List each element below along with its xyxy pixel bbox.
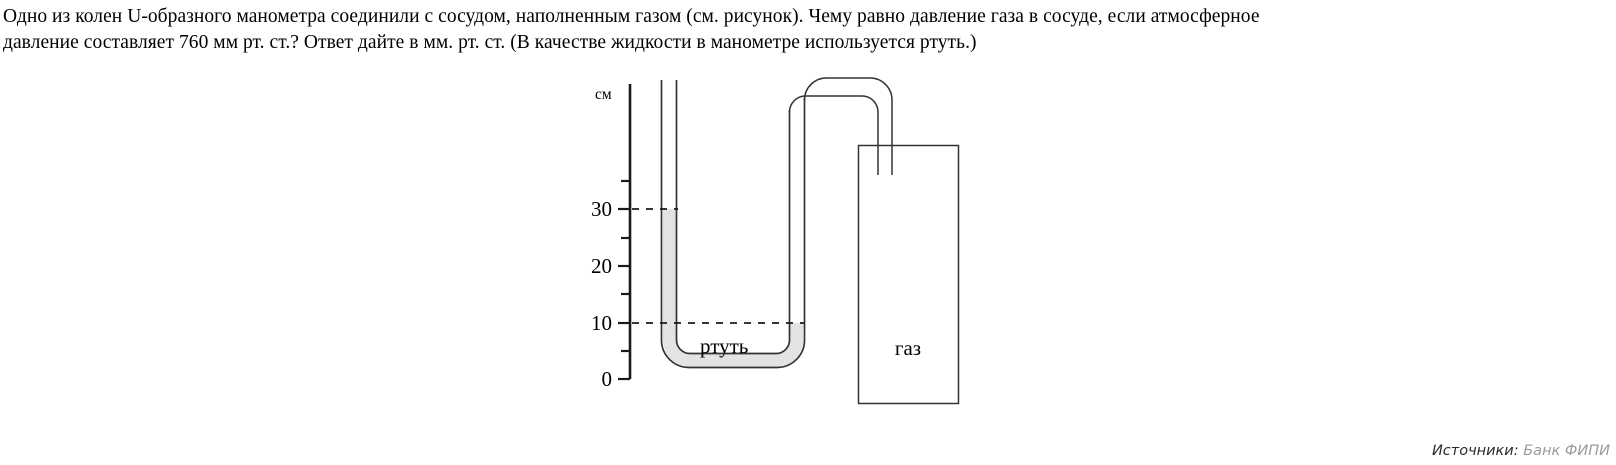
scale-unit-label: см [595, 86, 612, 103]
source-value: Банк ФИПИ [1523, 443, 1610, 459]
gas-vessel [857, 144, 960, 405]
problem-line-1: Одно из колен U-образного манометра соед… [3, 6, 1260, 27]
source-attribution: Источники: Банк ФИПИ [1432, 443, 1610, 459]
scale-major-ticks [618, 207, 630, 381]
mercury-fill [662, 209, 803, 367]
manometer-diagram: 30 20 10 0 см ртуть газ [591, 77, 960, 405]
scale-minor-ticks [621, 179, 630, 353]
mercury-label: ртуть [700, 334, 748, 358]
scale-label-30: 30 [591, 197, 612, 221]
gas-label: газ [895, 336, 921, 360]
u-tube-outline [660, 80, 806, 369]
problem-line-2: давление составляет 760 мм рт. ст.? Отве… [3, 32, 977, 53]
connecting-tube [788, 77, 893, 175]
manometer-figure: 30 20 10 0 см ртуть газ [0, 68, 1616, 418]
problem-statement: Одно из колен U-образного манометра соед… [3, 4, 1503, 56]
scale-label-0: 0 [602, 367, 613, 391]
level-dashed-lines [632, 208, 804, 324]
scale-label-10: 10 [591, 311, 612, 335]
source-label: Источники: [1431, 443, 1519, 459]
scale-tick-labels: 30 20 10 0 [591, 197, 612, 391]
scale-label-20: 20 [591, 254, 612, 278]
measuring-scale [618, 84, 632, 381]
